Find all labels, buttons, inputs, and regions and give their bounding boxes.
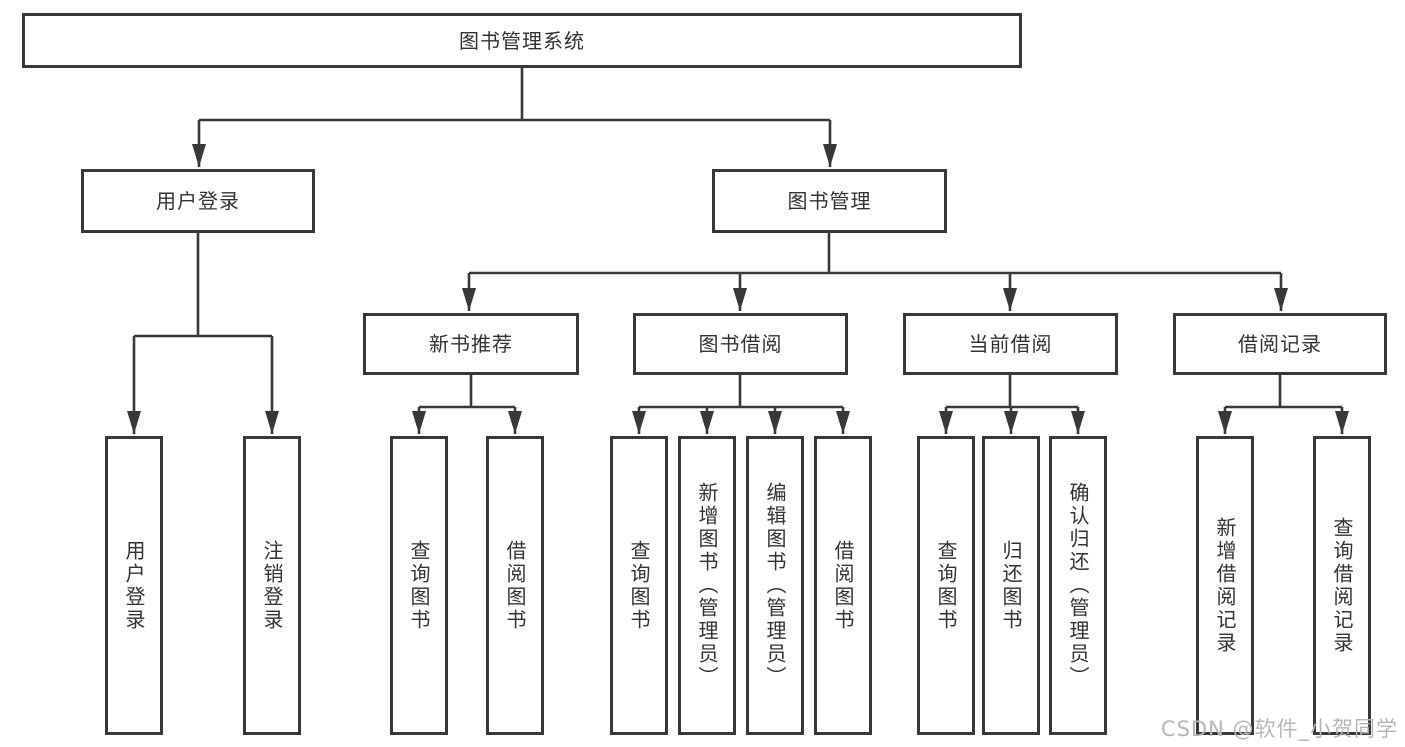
node-label: 编辑图书（管理员）	[763, 482, 787, 689]
leaf-borrow-books-2: 借阅图书	[814, 436, 872, 735]
node-system-root: 图书管理系统	[22, 13, 1022, 68]
node-label: 图书借阅	[698, 332, 783, 356]
node-label: 查询借阅记录	[1330, 516, 1354, 655]
leaf-add-borrow-record: 新增借阅记录	[1196, 436, 1254, 735]
node-label: 借阅图书	[503, 539, 527, 632]
node-current-borrow: 当前借阅	[903, 313, 1118, 375]
node-borrow-records: 借阅记录	[1173, 313, 1387, 375]
leaf-logout: 注销登录	[243, 436, 301, 735]
leaf-edit-books-admin: 编辑图书（管理员）	[746, 436, 804, 735]
watermark-text: CSDN @软件_小贺同学	[1160, 717, 1398, 741]
node-label: 查询图书	[407, 539, 431, 632]
node-label: 确认归还（管理员）	[1066, 482, 1090, 689]
node-label: 图书管理	[787, 189, 872, 213]
node-label: 图书管理系统	[459, 28, 585, 53]
leaf-query-books-1: 查询图书	[390, 436, 448, 735]
node-label: 归还图书	[999, 539, 1023, 632]
node-label: 查询图书	[627, 539, 651, 632]
node-label: 当前借阅	[968, 332, 1053, 356]
node-new-book-recommend: 新书推荐	[363, 313, 579, 375]
leaf-query-borrow-record: 查询借阅记录	[1313, 436, 1371, 735]
node-user-login: 用户登录	[81, 169, 315, 233]
leaf-query-books-3: 查询图书	[917, 436, 975, 735]
node-label: 新书推荐	[429, 332, 513, 356]
node-label: 查询图书	[934, 539, 958, 632]
leaf-user-login: 用户登录	[105, 436, 163, 735]
leaf-query-books-2: 查询图书	[610, 436, 668, 735]
node-label: 借阅记录	[1238, 332, 1322, 356]
node-book-management: 图书管理	[712, 169, 947, 233]
leaf-borrow-books-1: 借阅图书	[486, 436, 544, 735]
leaf-return-books: 归还图书	[982, 436, 1040, 735]
node-label: 新增借阅记录	[1213, 516, 1237, 655]
leaf-confirm-return-admin: 确认归还（管理员）	[1049, 436, 1107, 735]
node-label: 借阅图书	[831, 539, 855, 632]
node-label: 注销登录	[260, 539, 284, 632]
node-book-borrow: 图书借阅	[633, 313, 848, 375]
leaf-add-books-admin: 新增图书（管理员）	[678, 436, 736, 735]
node-label: 新增图书（管理员）	[695, 482, 719, 689]
node-label: 用户登录	[122, 539, 146, 632]
node-label: 用户登录	[156, 189, 240, 213]
